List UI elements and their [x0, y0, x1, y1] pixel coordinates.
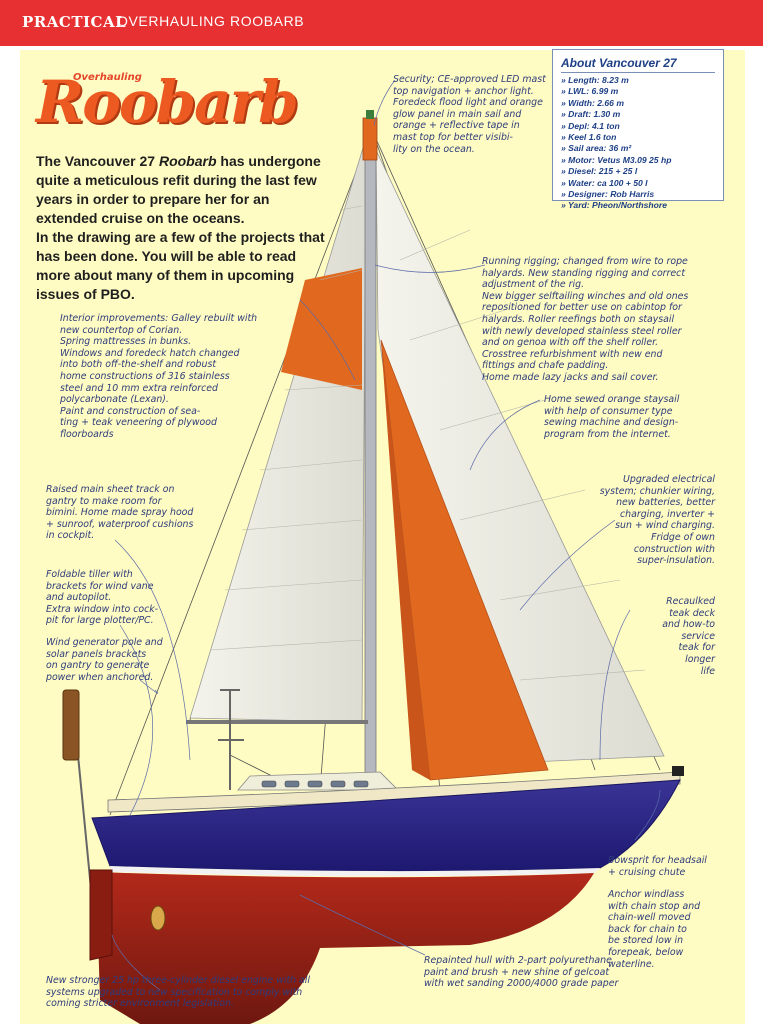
spec-item: » Width: 2.66 m: [561, 97, 624, 108]
logo-small-text: Overhauling: [73, 72, 142, 83]
note-security: Security; CE-approved LED mast top navig…: [393, 74, 546, 155]
header-section: PRACTICAL: [22, 13, 127, 31]
deck: [107, 771, 681, 813]
spec-item: » Yard: Pheon/Northshore: [561, 200, 668, 211]
intro-paragraph-1: The Vancouver 27 Roobarb has undergone q…: [36, 152, 326, 228]
spec-box: About Vancouver 27 » Length: 8.23 m » LW…: [552, 49, 724, 210]
logo-title: Roobarb: [36, 68, 299, 136]
spec-item: » Water: ca 100 + 50 l: [561, 177, 648, 188]
boot-stripe: [110, 866, 600, 877]
intro-paragraph-2: In the drawing are a few of the projects…: [36, 229, 325, 302]
staysail-shade: [381, 340, 430, 780]
spec-item: » Motor: Vetus M3.09 25 hp: [561, 154, 672, 165]
intro-text: The Vancouver 27 Roobarb has undergone q…: [36, 152, 326, 304]
note-electrical: Upgraded electrical system; chunkier wir…: [599, 474, 715, 567]
rudder: [89, 869, 113, 961]
mast: [364, 119, 377, 811]
hull-topsides: [91, 779, 681, 872]
note-windlass: Anchor windlass with chain stop and chai…: [608, 889, 701, 970]
cabin-windows: [261, 780, 369, 788]
note-bowsprit: Bowsprit for headsail + cruising chute: [608, 855, 707, 878]
spec-item: » Draft: 1.30 m: [561, 109, 621, 120]
intro-p1-after: has undergone quite a meticulous refit d…: [36, 153, 321, 226]
spec-item: » Length: 8.23 m: [561, 75, 629, 85]
spec-item: » LWL: 6.99 m: [561, 86, 619, 97]
mast-top-orange: [362, 117, 378, 161]
spec-item: » Sail area: 36 m²: [561, 143, 632, 154]
intro-p1-name: Roobarb: [158, 153, 217, 169]
note-hull: Repainted hull with 2-part polyurethane …: [424, 955, 619, 990]
note-mainsheet: Raised main sheet track on gantry to mak…: [46, 484, 194, 542]
note-rigging: Running rigging; changed from wire to ro…: [482, 256, 689, 383]
note-engine: New stronger 25 hp three-cylinder diesel…: [46, 975, 310, 1010]
header-title: OVERHAULING ROOBARB: [117, 13, 305, 29]
callout-lines: [111, 79, 661, 991]
note-teak-deck: Recaulked teak deck and how-to service t…: [662, 596, 715, 677]
note-wind-generator: Wind generator pole and solar panels bra…: [46, 637, 163, 683]
genoa-seams: [399, 229, 646, 681]
note-tiller: Foldable tiller with brackets for wind v…: [46, 569, 159, 627]
wind-vane-blade: [62, 689, 80, 761]
mast-top-light: [366, 110, 374, 119]
spec-box-title: About Vancouver 27: [561, 56, 715, 73]
spec-item: » Keel 1.6 ton: [561, 132, 617, 143]
main-sail-orange-panel: [281, 268, 362, 390]
spec-item: » Designer: Rob Harris: [561, 189, 655, 200]
intro-p1-before: The Vancouver 27: [36, 153, 159, 169]
page-header: PRACTICAL OVERHAULING ROOBARB: [0, 0, 763, 46]
hull-underwater: [96, 872, 594, 1024]
note-interior: Interior improvements: Galley rebuilt wi…: [60, 313, 258, 440]
main-sail-seams: [209, 205, 363, 651]
spec-item: » Diesel: 215 + 25 l: [561, 166, 638, 177]
spec-item: » Depl: 4.1 ton: [561, 120, 620, 131]
note-staysail: Home sewed orange staysail with help of …: [544, 394, 680, 440]
bow-roller: [672, 766, 684, 776]
gantry: [218, 689, 244, 790]
propeller: [150, 905, 166, 931]
